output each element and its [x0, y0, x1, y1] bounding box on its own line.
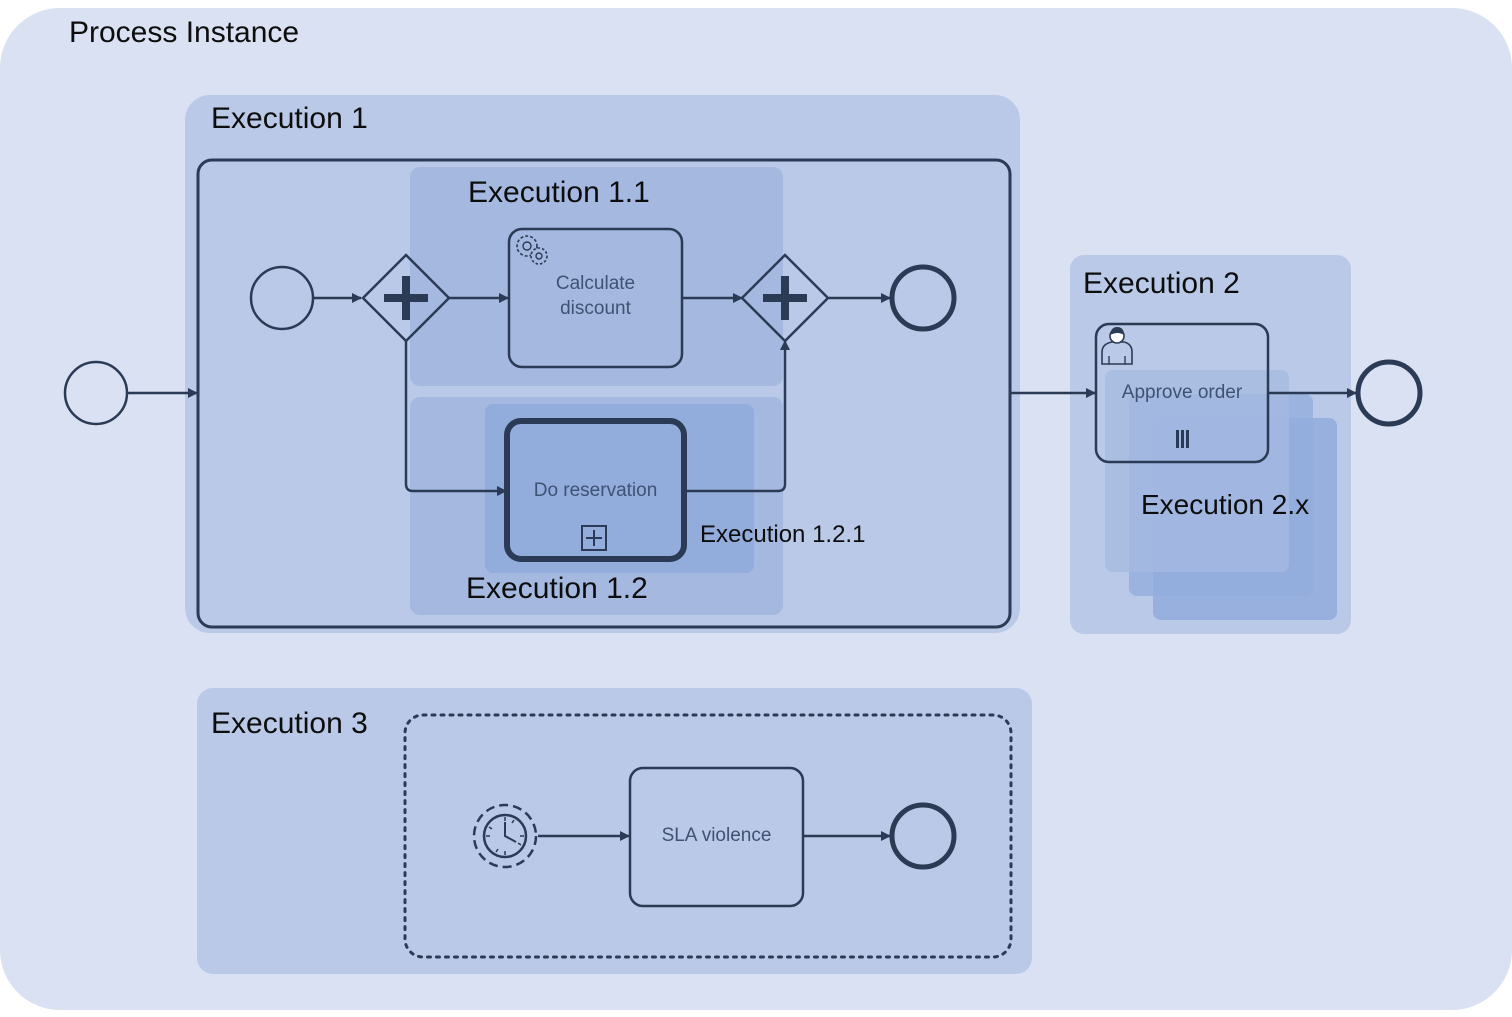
gear-icon	[516, 235, 548, 265]
execution-1-2-1-label: Execution 1.2.1	[700, 521, 866, 548]
do-reservation-label: Do reservation	[533, 480, 658, 501]
execution-2-x-area-1	[1105, 370, 1289, 572]
event-subprocess-end-event[interactable]	[889, 802, 957, 870]
task-sla-violence[interactable]	[628, 766, 805, 908]
calculate-discount-line-2: discount	[560, 298, 631, 319]
outer-start-event[interactable]	[63, 360, 129, 426]
parallel-gateway-icon[interactable]	[361, 253, 451, 343]
execution-1-1-label: Execution 1.1	[468, 176, 650, 209]
execution-1-2-label: Execution 1.2	[466, 572, 648, 605]
execution-2-label: Execution 2	[1083, 267, 1240, 300]
execution-2-x-label: Execution 2.x	[1141, 489, 1310, 520]
process-instance-label: Process Instance	[69, 16, 300, 49]
inner-end-event[interactable]	[889, 264, 957, 332]
task-do-reservation[interactable]	[504, 418, 687, 562]
calculate-discount-line-1: Calculate	[555, 273, 636, 294]
sla-violence-label: SLA violence	[661, 825, 772, 846]
timer-icon[interactable]	[472, 803, 538, 869]
execution-3-label: Execution 3	[211, 707, 368, 740]
user-icon	[1101, 327, 1133, 365]
parallel-multi-instance-icon	[1176, 430, 1189, 448]
task-calculate-discount[interactable]	[507, 227, 684, 369]
subprocess-box[interactable]	[196, 158, 1012, 629]
inner-start-event[interactable]	[249, 265, 315, 331]
task-approve-order[interactable]	[1094, 322, 1270, 464]
outer-end-event[interactable]	[1355, 359, 1423, 427]
flow-reservation-to-join[interactable]	[686, 340, 790, 493]
event-subprocess-box[interactable]	[403, 713, 1013, 959]
execution-1-1-area	[410, 167, 783, 386]
calculate-discount-label: Calculate discount	[509, 271, 682, 321]
subprocess-plus-icon[interactable]	[581, 525, 607, 551]
parallel-gateway-icon[interactable]	[740, 253, 830, 343]
flow-fork-to-reservation[interactable]	[404, 341, 507, 496]
execution-1-label: Execution 1	[211, 102, 368, 135]
approve-order-label: Approve order	[1121, 382, 1243, 403]
